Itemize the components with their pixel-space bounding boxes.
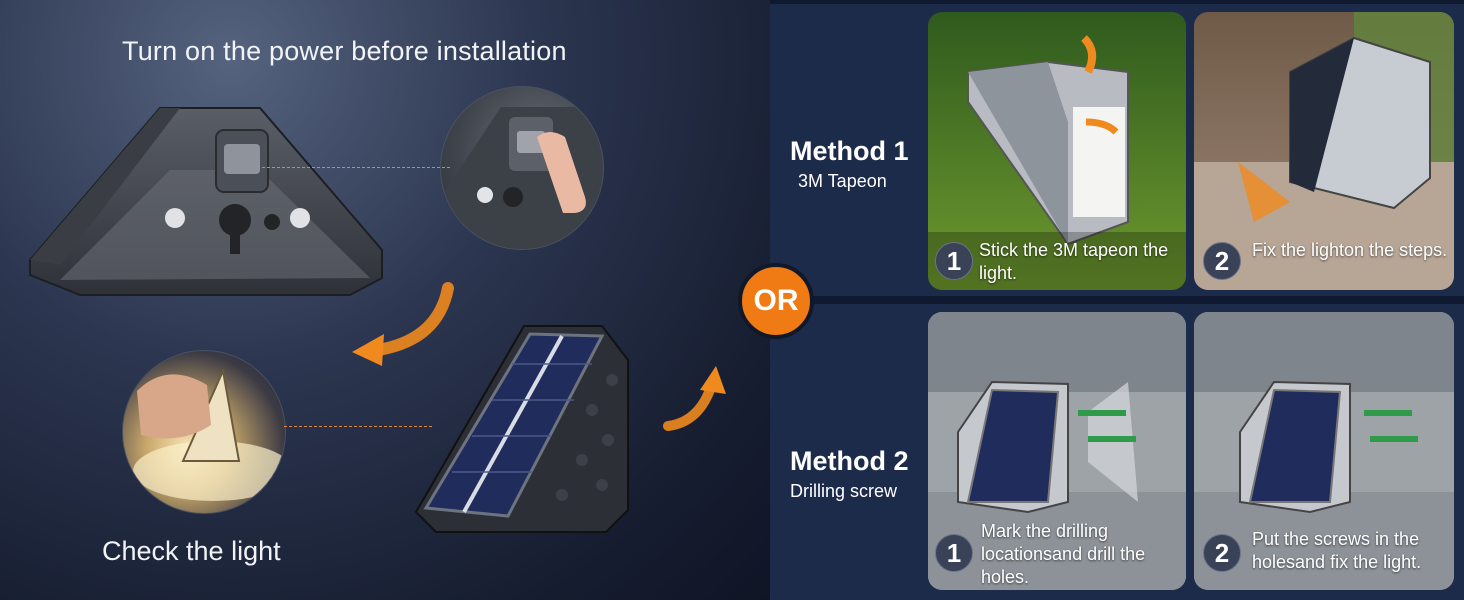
solar-step-light-front [414, 325, 629, 533]
method-1-step-2-photo [1194, 12, 1454, 290]
step-mounted-light-photo [1194, 12, 1454, 290]
power-switch-zoom [440, 86, 604, 250]
method-1-title: Method 1 [790, 136, 909, 166]
light-check-zoom [122, 350, 286, 514]
or-badge: OR [738, 263, 814, 339]
method-2-subtitle: Drilling screw [790, 481, 898, 501]
tape-light-photo [928, 12, 1186, 290]
method-2-step-2-number: 2 [1203, 534, 1241, 572]
method-1-step-1-text: Stick the 3M tapeon the light. [979, 240, 1169, 283]
power-instruction-title: Turn on the power before installation [122, 36, 567, 66]
orange-curved-arrow-icon [663, 366, 726, 431]
method-2-step-2-text: Put the screws in the holesand fix the l… [1252, 529, 1422, 572]
method-2-title: Method 2 [790, 446, 909, 476]
glowing-light-icon [133, 367, 285, 501]
method-1-step-1-photo [928, 12, 1186, 290]
method-2-step-1-text: Mark the drilling locationsand drill the… [981, 521, 1146, 587]
method-1-step-1-number: 1 [935, 242, 973, 280]
orange-curved-arrow-icon [352, 282, 454, 366]
method-1-subtitle: 3M Tapeon [798, 171, 887, 191]
light-guide-line [284, 426, 432, 427]
switch-closeup-icon [441, 107, 603, 249]
product-back-view [29, 107, 383, 296]
check-light-label: Check the light [102, 536, 281, 566]
method-1-step-2-number: 2 [1203, 242, 1241, 280]
switch-guide-line [262, 167, 450, 168]
method-1-step-2-text: Fix the lighton the steps. [1252, 240, 1448, 260]
method-2-step-1-number: 1 [935, 534, 973, 572]
power-instruction-area: Turn on the power before installation [0, 0, 770, 600]
